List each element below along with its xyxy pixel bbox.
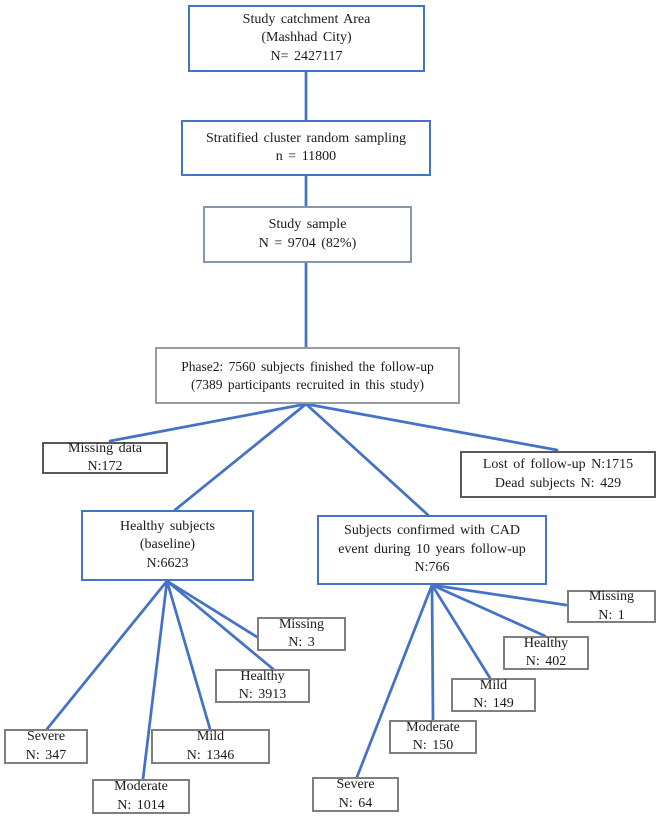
healthy-baseline-n: N:6623 — [146, 555, 189, 571]
box-cad-subjects: Subjects confirmed with CAD event during… — [317, 515, 547, 585]
lost-followup-line2: Dead subjects N: 429 — [494, 475, 622, 491]
cad-healthy-n: N: 402 — [525, 654, 567, 669]
box-study-catchment-area: Study catchment Area (Mashhad City) N= 2… — [188, 5, 425, 72]
sample-n: N = 9704 (82%) — [258, 235, 357, 251]
box-study-sample: Study sample N = 9704 (82%) — [203, 206, 412, 263]
catchment-title: Study catchment Area — [242, 11, 371, 27]
box-baseline-severe: Severe N: 347 — [4, 729, 88, 764]
connector-phase2-healthy-baseline — [173, 402, 308, 512]
cad-severe-label: Severe — [336, 777, 375, 793]
connector-baseline-healthy — [165, 579, 275, 671]
cad-severe-n: N: 64 — [338, 795, 373, 811]
baseline-moderate-n: N: 1014 — [117, 797, 165, 813]
box-cad-missing: Missing N: 1 — [567, 589, 656, 623]
phase2-line2: (7389 participants recruited in this stu… — [190, 376, 425, 392]
cad-missing-n: N: 1 — [598, 607, 625, 623]
baseline-severe-n: N: 347 — [25, 747, 67, 763]
cad-n: N:766 — [414, 560, 450, 576]
connector-cad-moderate — [430, 583, 435, 722]
connector-phase2-missing-data — [108, 402, 308, 443]
baseline-missing-n: N: 3 — [288, 635, 315, 650]
box-healthy-subjects-baseline: Healthy subjects (baseline) N:6623 — [81, 510, 254, 581]
box-cad-healthy: Healthy N: 402 — [503, 636, 589, 670]
box-baseline-healthy: Healthy N: 3913 — [215, 669, 310, 703]
box-baseline-missing: Missing N: 3 — [257, 617, 346, 651]
box-lost-of-followup: Lost of follow-up N:1715 Dead subjects N… — [460, 451, 656, 498]
connector-cad-missing — [430, 583, 568, 607]
box-missing-data: Missing data N:172 — [42, 440, 168, 474]
cad-mild-n: N: 149 — [473, 696, 514, 711]
baseline-moderate-label: Moderate — [114, 779, 168, 795]
baseline-mild-n: N: 1346 — [186, 747, 235, 763]
cad-missing-label: Missing — [588, 589, 635, 605]
connector-phase2-lost-followup — [304, 402, 559, 452]
baseline-mild-label: Mild — [196, 729, 225, 745]
cad-healthy-label: Healthy — [523, 635, 569, 651]
connector-cad-mild — [430, 583, 492, 680]
sampling-title: Stratified cluster random sampling — [205, 130, 406, 146]
catchment-city: (Mashhad City) — [261, 30, 352, 46]
cad-moderate-n: N: 150 — [412, 738, 454, 753]
baseline-missing-label: Missing — [278, 616, 325, 632]
connector-baseline-moderate — [141, 579, 169, 781]
missing-data-n: N:172 — [87, 459, 123, 474]
connector-cad-severe — [355, 583, 434, 779]
connector-baseline-mild — [165, 579, 212, 731]
box-baseline-moderate: Moderate N: 1014 — [92, 779, 190, 814]
box-phase2-followup: Phase2: 7560 subjects finished the follo… — [155, 347, 460, 404]
lost-followup-line1: Lost of follow-up N:1715 — [482, 457, 634, 473]
cad-mild-label: Mild — [479, 677, 508, 693]
box-cad-severe: Severe N: 64 — [312, 777, 399, 812]
connector-cad-healthy — [430, 583, 547, 638]
phase2-line1: Phase2: 7560 subjects finished the follo… — [181, 358, 434, 374]
box-baseline-mild: Mild N: 1346 — [151, 729, 270, 764]
baseline-severe-label: Severe — [26, 729, 66, 745]
healthy-baseline-line2: (baseline) — [139, 537, 196, 553]
healthy-baseline-line1: Healthy subjects — [120, 518, 215, 534]
cad-line2: event during 10 years follow-up — [338, 541, 526, 557]
cad-moderate-label: Moderate — [406, 719, 460, 735]
box-stratified-sampling: Stratified cluster random sampling n = 1… — [181, 120, 431, 176]
catchment-n: N= 2427117 — [270, 48, 343, 64]
sample-title: Study sample — [268, 217, 347, 233]
baseline-healthy-label: Healthy — [240, 668, 285, 684]
cad-line1: Subjects confirmed with CAD — [344, 523, 520, 539]
connector-baseline-severe — [45, 579, 169, 731]
connector-phase2-cad — [304, 402, 430, 517]
sampling-n: n = 11800 — [275, 149, 337, 164]
box-cad-moderate: Moderate N: 150 — [389, 720, 477, 754]
baseline-healthy-n: N: 3913 — [238, 687, 287, 702]
connector-baseline-missing — [165, 579, 259, 639]
box-cad-mild: Mild N: 149 — [451, 678, 536, 712]
missing-data-label: Missing data — [68, 440, 142, 456]
